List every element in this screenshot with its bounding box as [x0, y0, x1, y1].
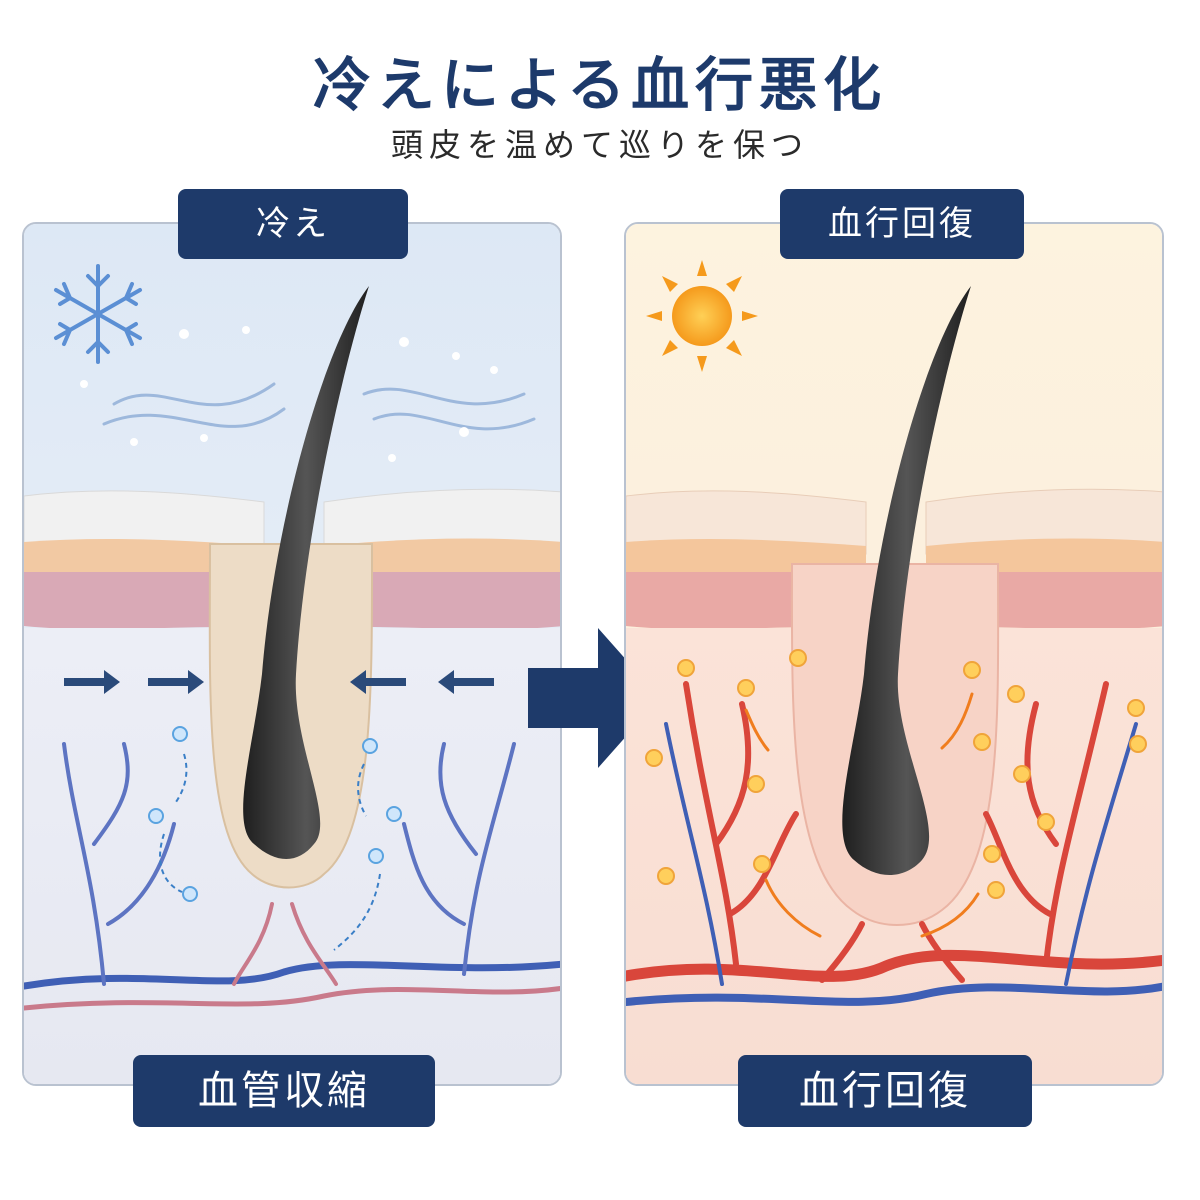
cold-particles — [148, 726, 402, 902]
page-subtitle: 頭皮を温めて巡りを保つ — [390, 126, 809, 164]
cold-flow-arrows — [159, 753, 381, 951]
warm-panel — [624, 222, 1164, 1086]
warm-top-label: 血行回復 — [780, 189, 1024, 259]
warm-blood-vessels — [626, 681, 1162, 1006]
snow-particles — [80, 326, 498, 462]
cold-top-label: 冷え — [178, 189, 408, 259]
cold-bottom-label: 血管収縮 — [133, 1055, 435, 1127]
warm-bottom-label: 血行回復 — [738, 1055, 1032, 1127]
snowflake-icon — [54, 264, 142, 364]
warm-skin-illustration — [626, 224, 1162, 1084]
cold-wind-lines — [102, 382, 536, 431]
cold-blood-vessels — [24, 742, 560, 1011]
constriction-arrows — [64, 670, 494, 694]
warm-flow-arrows — [744, 692, 980, 938]
page-title: 冷えによる血行悪化 — [312, 51, 888, 119]
cold-panel — [22, 222, 562, 1086]
sun-icon — [646, 260, 758, 372]
cold-skin-illustration — [24, 224, 560, 1084]
warm-particles — [645, 649, 1147, 899]
